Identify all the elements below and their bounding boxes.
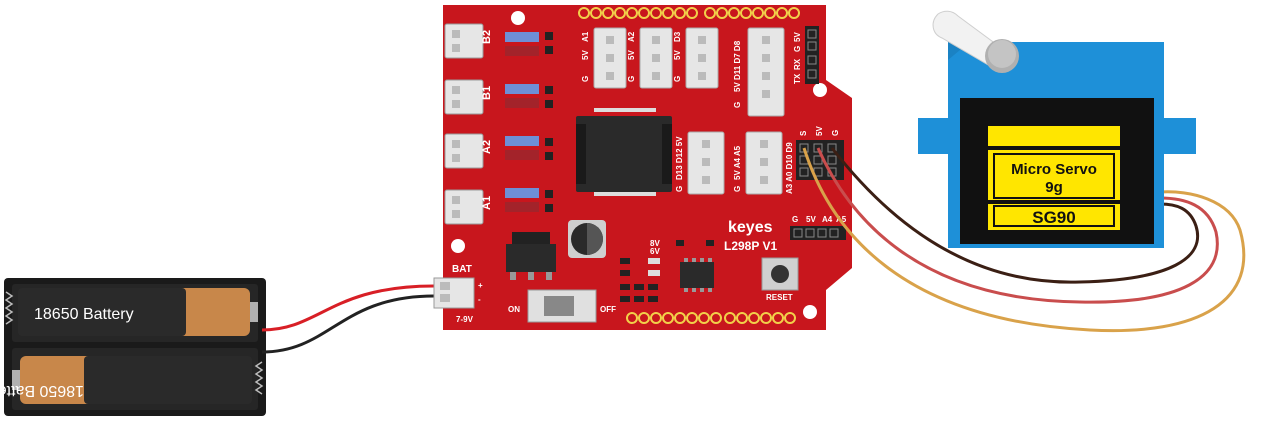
voltage-regulator	[506, 232, 556, 280]
svg-text:5V: 5V	[673, 50, 682, 60]
header-d11-d7-d8[interactable]: G 5V D11 D7 D8	[733, 28, 784, 116]
svg-text:5V: 5V	[581, 50, 590, 60]
svg-text:5V: 5V	[806, 215, 816, 224]
header-a1[interactable]: G 5V A1	[581, 28, 626, 88]
motor-shield-board: B2 B1 A2 A1	[434, 5, 852, 330]
svg-text:G: G	[793, 46, 802, 52]
battery-holder: 18650 Battery 18650 Battery	[0, 278, 266, 416]
reset-button[interactable]: RESET	[762, 258, 798, 302]
board-brand: keyes	[728, 219, 773, 236]
bat-voltage-label: 7-9V	[456, 315, 474, 324]
motor-port-label: B2	[481, 30, 493, 44]
servo-motor: Micro Servo 9g SG90	[918, 11, 1196, 248]
wire-red-power	[262, 286, 434, 330]
voltage-6v-label: 6V	[650, 247, 660, 256]
svg-text:G: G	[675, 186, 684, 192]
svg-text:5V: 5V	[815, 126, 824, 136]
svg-text:TX: TX	[793, 73, 802, 84]
battery-top-label: 18650 Battery	[34, 306, 134, 323]
switch-off-label: OFF	[600, 305, 616, 314]
mounting-hole	[511, 11, 525, 25]
reset-label: RESET	[766, 293, 793, 302]
svg-text:A3 A0 D10 D9: A3 A0 D10 D9	[785, 142, 794, 194]
mounting-hole	[803, 305, 817, 319]
bat-label: BAT	[452, 264, 472, 275]
svg-text:5V A4 A5: 5V A4 A5	[733, 145, 742, 180]
mounting-hole	[451, 239, 465, 253]
motor-port-label: A1	[481, 196, 493, 210]
wire-black-ground	[262, 296, 434, 352]
header-d3[interactable]: G 5V D3	[673, 28, 718, 88]
header-a2[interactable]: G 5V A2	[627, 28, 672, 88]
battery-cell-top: 18650 Battery	[18, 288, 258, 336]
svg-text:S: S	[799, 130, 808, 136]
svg-text:D3: D3	[673, 31, 682, 42]
svg-text:D13 D12 5V: D13 D12 5V	[675, 136, 684, 180]
svg-text:5V: 5V	[793, 32, 802, 42]
svg-text:G: G	[673, 76, 682, 82]
svg-text:G: G	[627, 76, 636, 82]
servo-label-line1: Micro Servo	[1011, 161, 1097, 178]
bat-minus-label: -	[478, 295, 481, 304]
svg-text:A1: A1	[581, 31, 590, 42]
svg-text:A2: A2	[627, 31, 636, 42]
capacitor	[568, 220, 606, 258]
svg-text:G: G	[733, 186, 742, 192]
small-ic-chip	[680, 258, 714, 292]
servo-label-line2: 9g	[1045, 179, 1063, 196]
battery-cell-bottom: 18650 Battery	[0, 356, 252, 404]
svg-text:G: G	[733, 102, 742, 108]
switch-on-label: ON	[508, 305, 520, 314]
svg-text:5V: 5V	[627, 50, 636, 60]
battery-bottom-label: 18650 Battery	[0, 382, 84, 399]
svg-text:A4: A4	[822, 215, 833, 224]
servo-model: SG90	[1032, 208, 1075, 227]
motor-port-label: B1	[481, 86, 493, 100]
svg-text:G: G	[792, 215, 798, 224]
motor-port-label: A2	[481, 140, 493, 154]
svg-text:RX: RX	[793, 58, 802, 70]
mounting-hole	[813, 83, 827, 97]
svg-text:G: G	[581, 76, 590, 82]
svg-text:G: G	[831, 130, 840, 136]
l298-driver-chip	[576, 108, 672, 196]
svg-text:5V D11 D7 D8: 5V D11 D7 D8	[733, 40, 742, 92]
board-model: L298P V1	[724, 239, 777, 253]
bat-plus-label: +	[478, 281, 483, 290]
